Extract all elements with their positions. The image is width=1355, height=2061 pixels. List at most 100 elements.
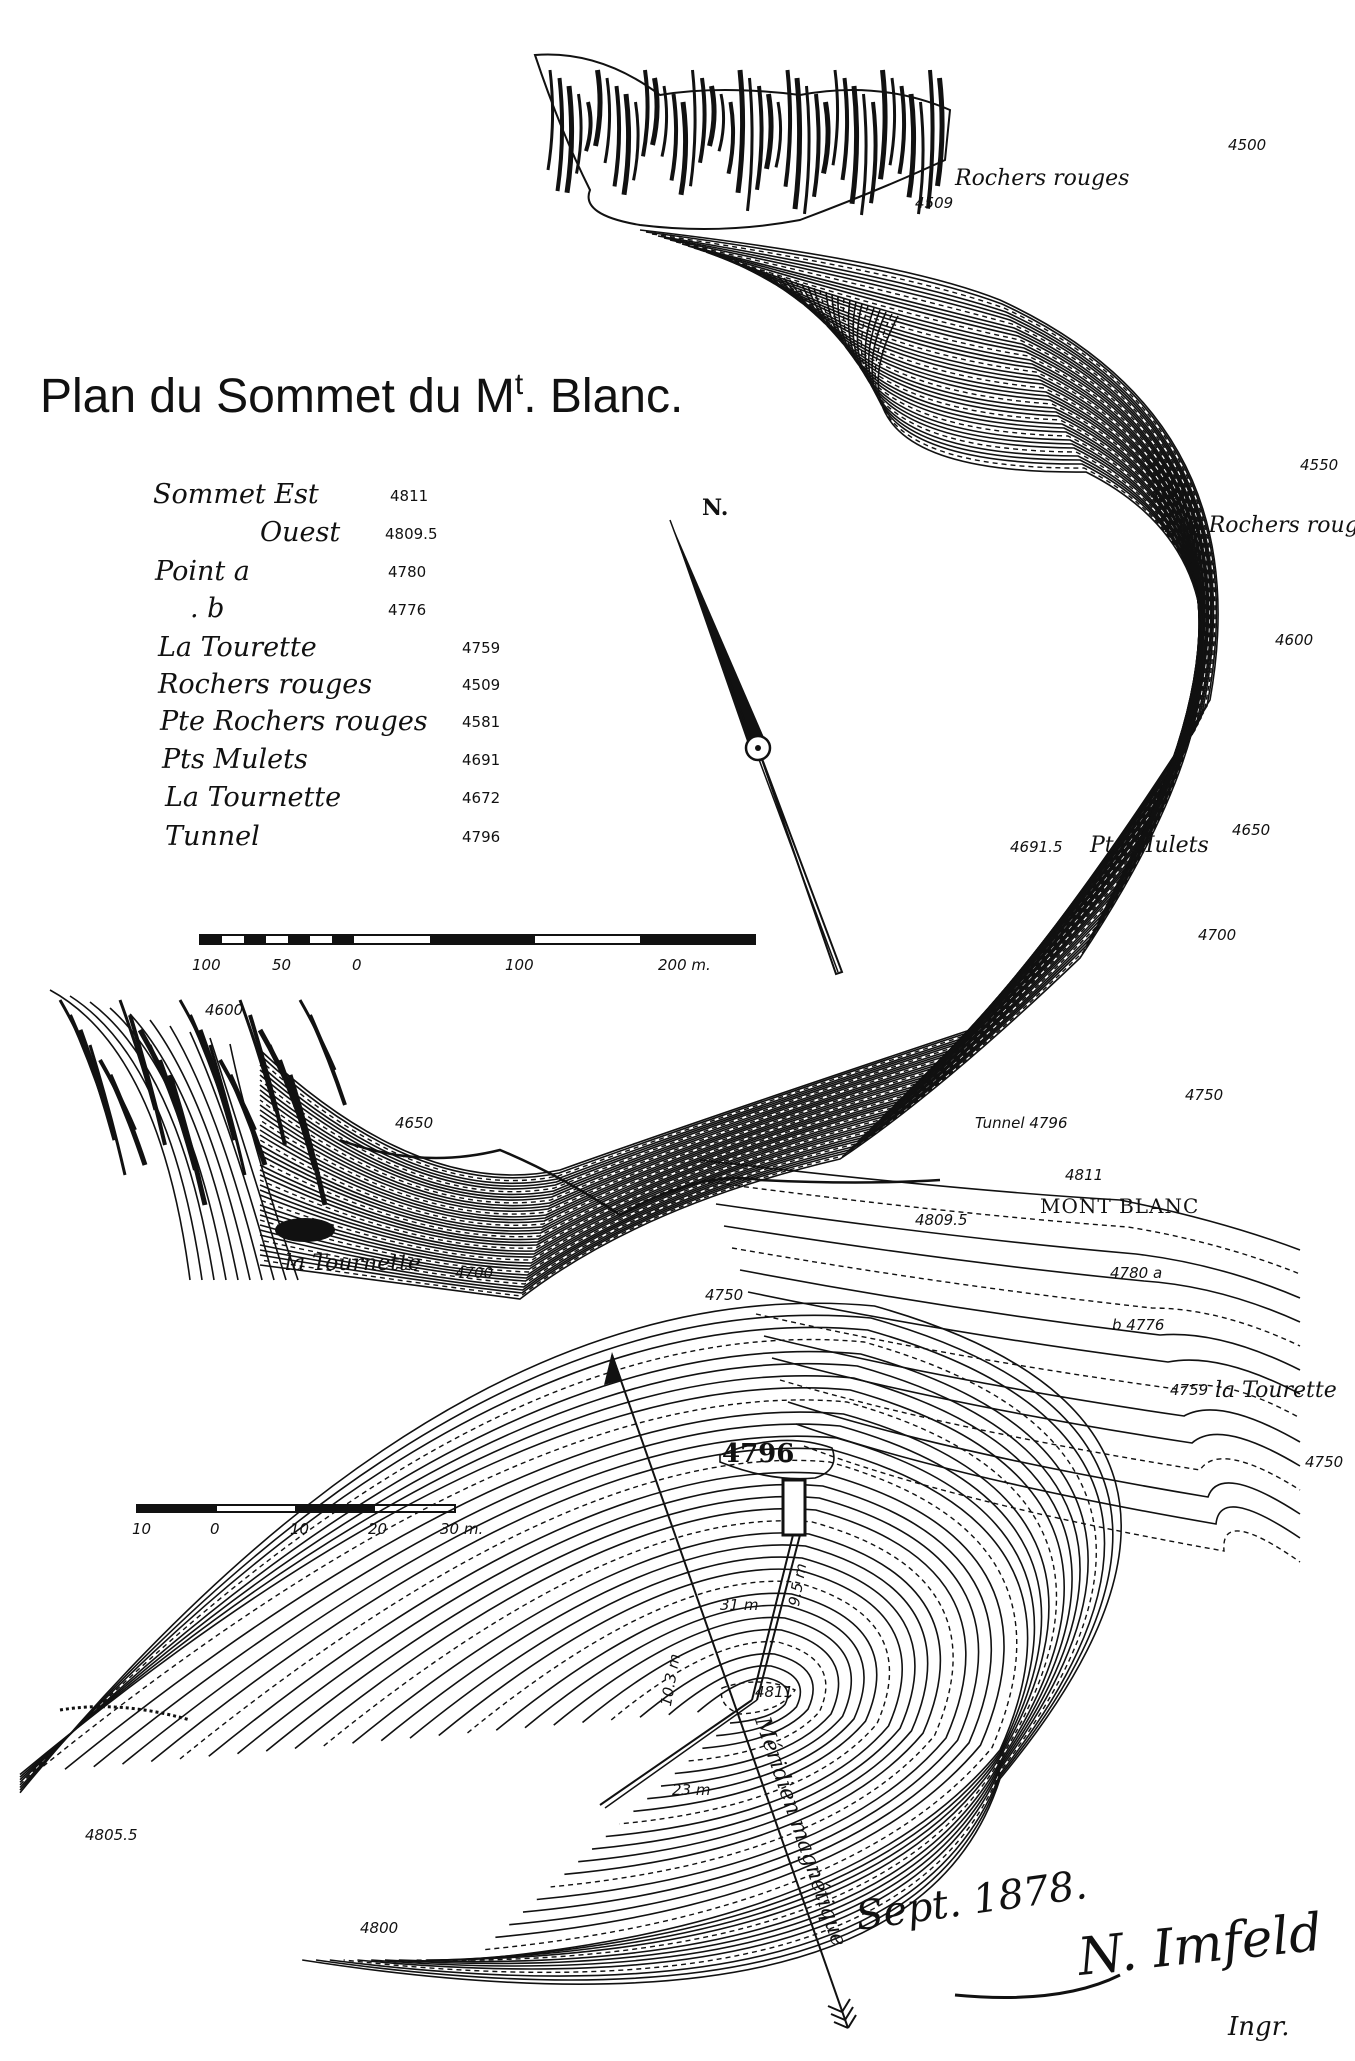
inset-contour [524, 1604, 865, 1800]
contour-line [771, 1357, 1301, 1467]
legend-name-3: . b [190, 593, 224, 624]
contour-line [169, 1025, 263, 1281]
rock-stroke [755, 85, 764, 191]
legend-name-0: Sommet Est [153, 479, 319, 510]
rock-stroke [641, 69, 650, 157]
contour-label-3: 4650 [1232, 821, 1270, 839]
inset-contour [351, 1532, 942, 1876]
inset-contour [696, 1677, 789, 1724]
label-mont-blanc: MONT BLANC [1040, 1194, 1199, 1218]
rochers-rouges-rocks [533, 53, 952, 230]
rock-stroke [128, 1014, 167, 1146]
map-title: Plan du Sommet du Mt. Blanc. [40, 368, 683, 423]
rock-stroke [935, 77, 945, 187]
rock-stroke [555, 77, 565, 192]
contour-line [259, 305, 1203, 1285]
scale-small-tick-1: 0 [210, 1520, 220, 1538]
scale-large-tick-1: 50 [272, 956, 291, 974]
inset-contour [19, 1387, 1065, 1963]
legend-name-5: Rochers rouges [157, 669, 372, 700]
contour-label-5: 4750 [1185, 1086, 1223, 1104]
inset-contour [236, 1483, 993, 1926]
rock-stroke [107, 1073, 148, 1166]
contour-line [259, 307, 1203, 1288]
contour-label-10: 4750 [1305, 1453, 1343, 1471]
label-rochers-rouges: Rochers rouges [954, 166, 1129, 191]
inset-contour [19, 1362, 1081, 1967]
inset-contour [495, 1592, 878, 1813]
contour-line [259, 283, 1200, 1252]
contour-line [803, 1445, 1301, 1563]
ridge-crest [339, 1138, 941, 1217]
inset-contour [19, 1374, 1073, 1965]
inset-rock-edge [59, 1705, 191, 1722]
contour-line [259, 247, 1208, 1201]
rock-stroke [77, 1029, 118, 1141]
label-mulets-alt: 4691.5 [1010, 838, 1063, 856]
rock-stroke [717, 93, 726, 152]
contour-label-4: 4700 [1198, 926, 1236, 944]
scale-small-tick-4: 30 m. [440, 1520, 483, 1538]
label-la-tournette: la Tournette [285, 1251, 421, 1276]
legend: Sommet Est 4811 Ouest 4809.5 Point a 478… [153, 479, 500, 852]
label-pte-rochers-alt: 4581 [1150, 486, 1188, 504]
rock-stroke [831, 69, 840, 166]
contour-line [259, 297, 1201, 1273]
rock-stroke [88, 1044, 127, 1176]
inset-contour [581, 1628, 840, 1775]
contour-line [259, 295, 1201, 1270]
rock-stroke [650, 77, 660, 146]
legend-name-8: La Tournette [164, 782, 341, 813]
rock-stroke [248, 1014, 287, 1146]
rock-stroke [897, 85, 907, 175]
rock-stroke [584, 101, 593, 152]
contour-line [259, 277, 1201, 1244]
rock-stroke [632, 101, 640, 181]
rock-stroke [888, 77, 897, 166]
rock-stroke [238, 999, 277, 1111]
rock-stroke [926, 69, 935, 209]
inset-contour [553, 1616, 852, 1787]
inset-contour [19, 1326, 1106, 1977]
label-angle-31: 31 m [720, 1596, 758, 1614]
inset-contour [294, 1507, 967, 1901]
inset-contour [19, 1338, 1097, 1973]
contour-line [259, 289, 1201, 1261]
contour-line [259, 315, 1205, 1300]
inset-contour [639, 1652, 814, 1750]
legend-name-7: Pts Mulets [161, 744, 308, 775]
scale-large-tick-0: 100 [192, 956, 221, 974]
legend-value-2: 4780 [388, 563, 426, 581]
inset-contour [668, 1665, 802, 1737]
rock-stroke [821, 101, 831, 174]
contour-line [723, 1225, 1301, 1323]
north-label: N. [702, 495, 728, 521]
rock-stroke [678, 101, 689, 196]
legend-value-3: 4776 [388, 601, 426, 619]
legend-name-9: Tunnel [165, 821, 260, 852]
signature-title: Ingr. [1227, 2012, 1290, 2042]
inset-contour [19, 1350, 1089, 1970]
contour-line [129, 1013, 239, 1281]
contour-line [755, 1313, 1301, 1419]
rock-stroke [707, 85, 717, 147]
label-point-b: b 4776 [1112, 1316, 1164, 1334]
tunnel-entrance-icon [781, 1478, 807, 1537]
inset-summit-contours [19, 1302, 1122, 1985]
rock-stroke [564, 85, 575, 194]
rock-stroke [803, 85, 811, 215]
rock-stroke [660, 85, 669, 157]
scale-bar-large: 100 50 0 100 200 m. [192, 934, 756, 974]
contour-label-0: 4500 [1228, 136, 1266, 154]
rock-stroke [546, 69, 555, 171]
contour-label-2: 4600 [1275, 631, 1313, 649]
rock-stroke [840, 77, 850, 181]
north-arrow-icon: N. [669, 495, 844, 976]
contour-label-1: 4550 [1300, 456, 1338, 474]
legend-value-7: 4691 [462, 751, 500, 769]
contour-line [707, 1181, 1301, 1275]
contour-line [787, 1401, 1301, 1515]
label-tourette-alt: 4759 [1170, 1381, 1208, 1399]
label-mulets: Pts Mulets [1089, 833, 1209, 858]
rock-stroke [612, 85, 622, 187]
